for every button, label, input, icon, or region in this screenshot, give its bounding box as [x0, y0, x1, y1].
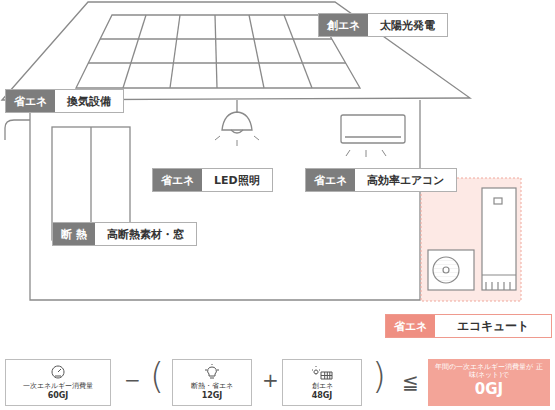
formula-value: 0GJ — [475, 380, 503, 400]
gauge-icon — [47, 364, 69, 380]
bulb-icon — [201, 364, 223, 380]
sun-icon — [311, 364, 333, 380]
formula-operator: ) — [372, 358, 386, 394]
feature-name: 換気設備 — [55, 90, 123, 112]
category-tag: 省エネ — [6, 90, 55, 112]
formula-value: 12GJ — [202, 391, 223, 401]
category-tag: 創エネ — [319, 14, 368, 36]
feature-label: 断 熱高断熱素材・窓 — [52, 222, 197, 246]
feature-label: 創エネ太陽光発電 — [318, 13, 448, 37]
category-tag: 省エネ — [306, 169, 355, 191]
formula-caption: 創エネ — [312, 382, 333, 390]
formula-operator: ≦ — [402, 372, 419, 392]
eco-label: 省エネエコキュート — [385, 314, 552, 338]
formula-caption: 年間の一次エネルギー消費量が 正味(ネット)で — [434, 364, 544, 380]
formula-value: 60GJ — [48, 391, 69, 401]
formula-operator: ( — [150, 358, 164, 394]
formula-caption: 断熱・省エネ — [191, 382, 233, 390]
formula-box: 断熱・省エネ12GJ — [172, 359, 252, 406]
feature-label: 省エネ換気設備 — [5, 89, 124, 113]
result-box: 年間の一次エネルギー消費量が 正味(ネット)で0GJ — [428, 359, 550, 406]
feature-name: 高効率エアコン — [355, 169, 456, 191]
formula-operator: + — [262, 370, 279, 390]
light-rays — [215, 136, 259, 146]
formula-box: 創エネ48GJ — [282, 359, 362, 406]
formula-operator: − — [124, 370, 141, 390]
feature-name: 高断熱素材・窓 — [95, 223, 196, 245]
feature-name: 太陽光発電 — [368, 14, 447, 36]
category-tag: 省エネ — [153, 169, 202, 191]
feature-name: LED照明 — [202, 169, 272, 191]
category-tag: 断 熱 — [53, 223, 95, 245]
feature-name: エコキュート — [435, 315, 551, 337]
formula-box: 一次エネルギー消費量60GJ — [5, 359, 111, 406]
category-tag: 省エネ — [386, 315, 435, 337]
formula-caption: 一次エネルギー消費量 — [23, 382, 93, 390]
formula-value: 48GJ — [312, 391, 333, 401]
feature-label: 省エネLED照明 — [152, 168, 273, 192]
feature-label: 省エネ高効率エアコン — [305, 168, 457, 192]
